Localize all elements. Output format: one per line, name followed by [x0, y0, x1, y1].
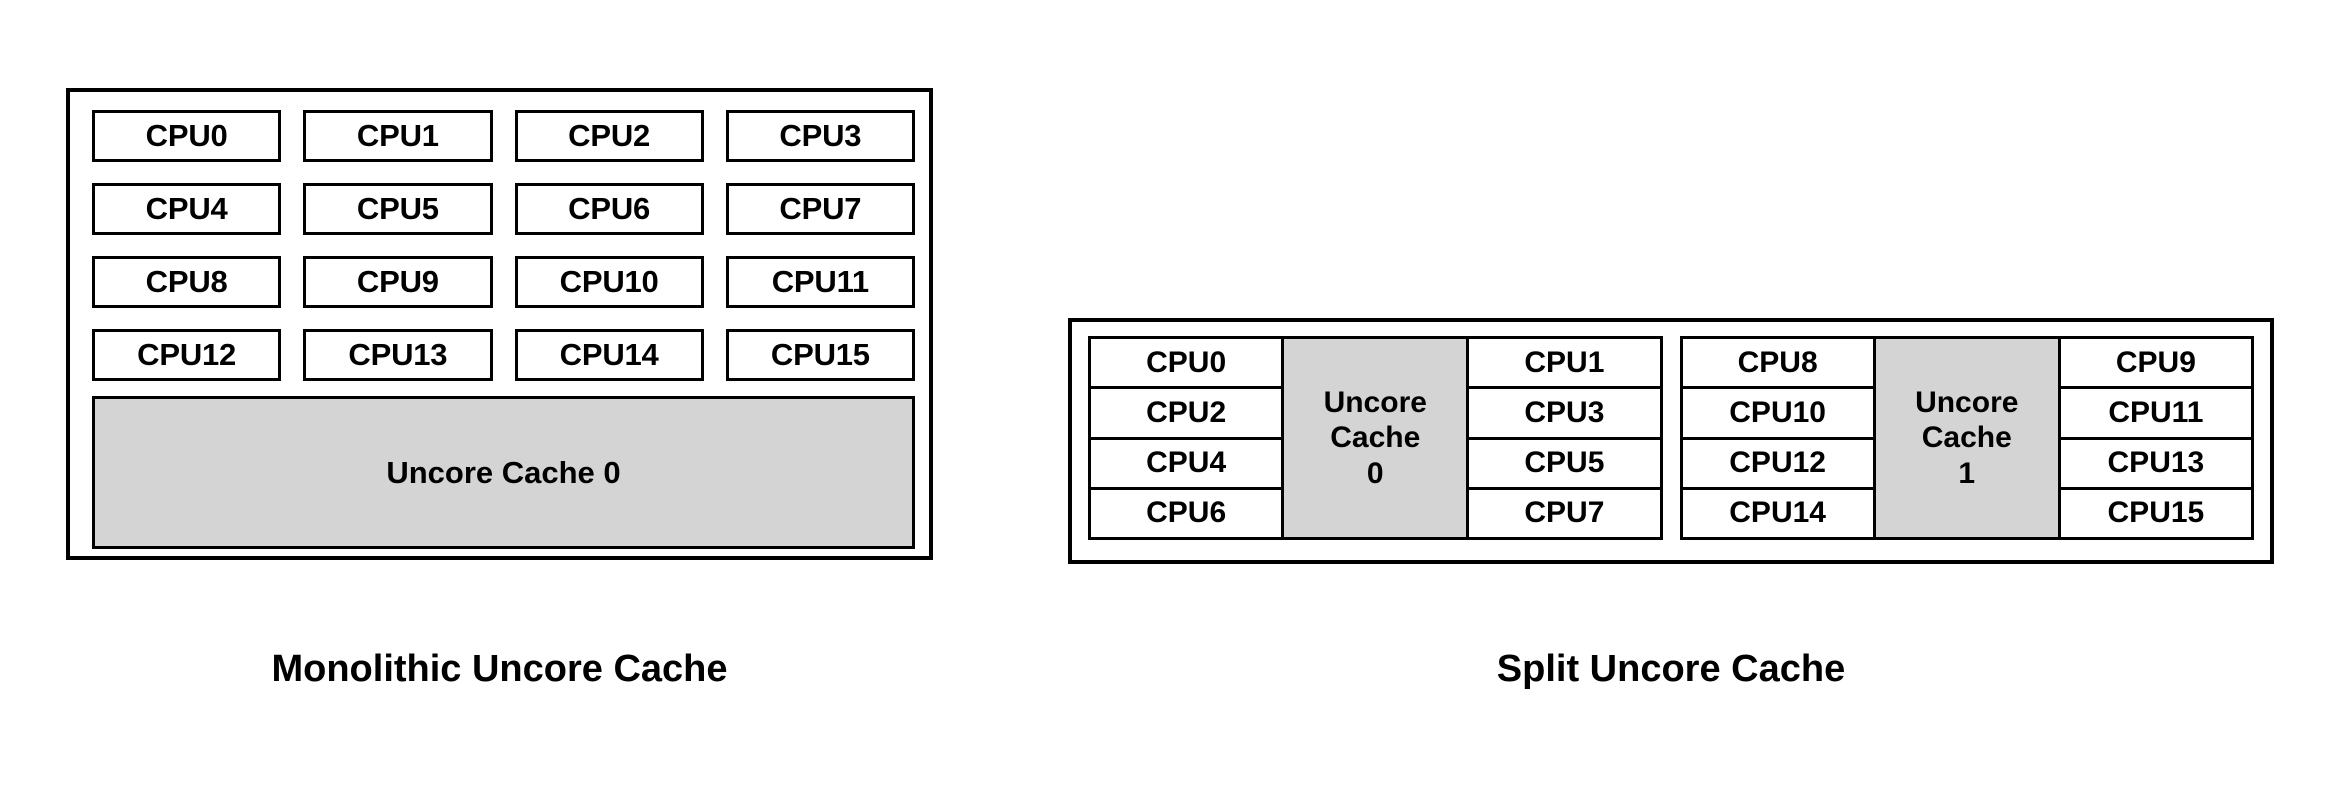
cpu-box: CPU8	[92, 256, 282, 308]
cluster-0: CPU0 CPU2 CPU4 CPU6 Uncore Cache 0 CPU1 …	[1088, 336, 1663, 540]
cpu-box: CPU6	[514, 183, 704, 235]
cpu-cell: CPU14	[1682, 489, 1873, 537]
cpu-cell: CPU3	[1469, 389, 1660, 440]
monolithic-cpu-grid: CPU0 CPU1 CPU2 CPU3 CPU4 CPU5 CPU6 CPU7 …	[92, 110, 915, 381]
cpu-box: CPU3	[725, 110, 915, 162]
cpu-box: CPU15	[725, 329, 915, 381]
cpu-cell: CPU5	[1469, 439, 1660, 490]
cpu-box: CPU9	[303, 256, 493, 308]
uncore-cache-block: Uncore Cache 0	[92, 396, 915, 549]
cpu-box: CPU2	[514, 110, 704, 162]
cache-label-line-3: 0	[1366, 456, 1384, 490]
cpu-cell: CPU0	[1091, 339, 1282, 390]
cluster-0-right-cpu-column: CPU1 CPU3 CPU5 CPU7	[1469, 339, 1660, 537]
cache-label-line-2: Cache	[1330, 421, 1421, 455]
cpu-cell: CPU13	[2060, 439, 2251, 490]
cpu-cell: CPU9	[2060, 339, 2251, 390]
cpu-box: CPU7	[725, 183, 915, 235]
split-caption: Split Uncore Cache	[1496, 648, 1846, 690]
cpu-cell: CPU4	[1091, 439, 1282, 490]
cpu-box: CPU12	[92, 329, 282, 381]
cpu-box: CPU13	[303, 329, 493, 381]
cache-label-line-1: Uncore	[1915, 386, 2019, 420]
cpu-box: CPU14	[514, 329, 704, 381]
cpu-cell: CPU1	[1469, 339, 1660, 390]
monolithic-caption: Monolithic Uncore Cache	[271, 648, 728, 690]
cluster-0-cache-column: Uncore Cache 0	[1281, 339, 1470, 537]
cpu-cell: CPU2	[1091, 389, 1282, 440]
cpu-cell: CPU12	[1682, 439, 1873, 490]
split-cluster-container: CPU0 CPU2 CPU4 CPU6 Uncore Cache 0 CPU1 …	[1088, 336, 2254, 540]
cpu-cell: CPU7	[1469, 489, 1660, 537]
cpu-box: CPU0	[92, 110, 282, 162]
cpu-box: CPU10	[514, 256, 704, 308]
cluster-0-left-cpu-column: CPU0 CPU2 CPU4 CPU6	[1091, 339, 1282, 537]
cpu-cell: CPU8	[1682, 339, 1873, 390]
cache-label-line-1: Uncore	[1323, 386, 1427, 420]
uncore-cache-block: Uncore Cache 0	[1281, 339, 1470, 537]
cpu-cell: CPU11	[2060, 389, 2251, 440]
cpu-box: CPU4	[92, 183, 282, 235]
cluster-1-right-cpu-column: CPU9 CPU11 CPU13 CPU15	[2060, 339, 2251, 537]
cache-label-line-3: 1	[1958, 456, 1976, 490]
cpu-cell: CPU15	[2060, 489, 2251, 537]
cluster-1: CPU8 CPU10 CPU12 CPU14 Uncore Cache 1 CP…	[1679, 336, 2254, 540]
cpu-box: CPU11	[725, 256, 915, 308]
monolithic-uncore-cache-diagram: CPU0 CPU1 CPU2 CPU3 CPU4 CPU5 CPU6 CPU7 …	[66, 88, 933, 560]
cluster-1-cache-column: Uncore Cache 1	[1872, 339, 2061, 537]
cpu-box: CPU5	[303, 183, 493, 235]
cpu-cell: CPU6	[1091, 489, 1282, 537]
cpu-box: CPU1	[303, 110, 493, 162]
cluster-1-left-cpu-column: CPU8 CPU10 CPU12 CPU14	[1682, 339, 1873, 537]
split-uncore-cache-diagram: CPU0 CPU2 CPU4 CPU6 Uncore Cache 0 CPU1 …	[1068, 318, 2274, 564]
uncore-cache-block: Uncore Cache 1	[1872, 339, 2061, 537]
cpu-cell: CPU10	[1682, 389, 1873, 440]
cache-label-line-2: Cache	[1921, 421, 2012, 455]
